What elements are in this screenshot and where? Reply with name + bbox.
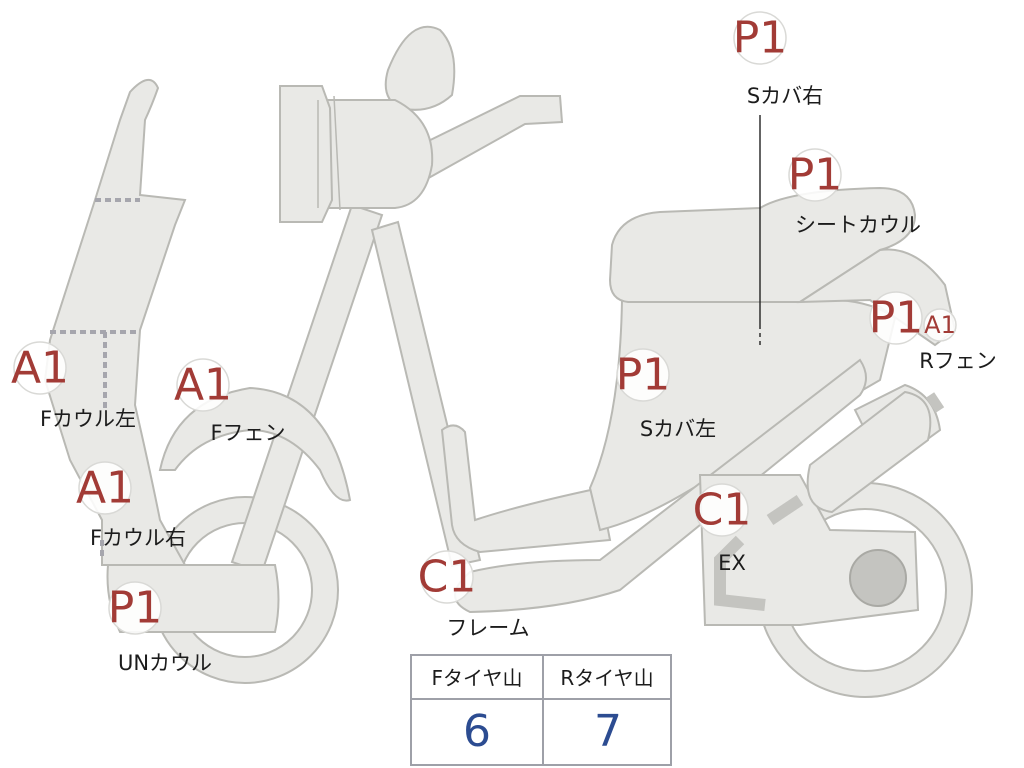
headlight-lens: [279, 85, 334, 223]
exhaust-pipe: [714, 495, 804, 611]
floor-frame: [440, 424, 612, 554]
label-part: Fカウル左: [40, 407, 136, 431]
label-code-secondary: A1: [924, 311, 956, 339]
label-code: A1: [174, 360, 232, 411]
label-part: EX: [718, 551, 746, 575]
label-frame: C1 フレーム: [418, 550, 530, 640]
exhaust: [806, 390, 932, 514]
label-part: Sカバ左: [640, 417, 716, 441]
label-code: P1: [733, 13, 788, 64]
mirror: [384, 25, 456, 111]
rear-hub: [849, 549, 907, 607]
label-code: C1: [693, 485, 752, 536]
label-code: A1: [11, 343, 69, 394]
label-code: P1: [869, 293, 924, 344]
label-part: UNカウル: [118, 651, 212, 675]
front-tire-header: Fタイヤ山: [412, 656, 542, 700]
label-front-fender: A1 Fフェン: [174, 358, 286, 445]
rear-tire-value: 7: [542, 700, 672, 764]
side-cover: [588, 299, 897, 532]
label-part: Fカウル右: [90, 526, 186, 550]
label-front-cowl-right: A1 Fカウル右: [76, 461, 186, 550]
label-part: シートカウル: [795, 213, 921, 237]
tire-tread-table: Fタイヤ山 Rタイヤ山 6 7: [410, 654, 672, 766]
label-seat-cowl: P1 シートカウル: [788, 148, 921, 237]
label-code: P1: [788, 150, 843, 201]
rear-tire-header: Rタイヤ山: [542, 656, 670, 700]
front-tire-value: 6: [463, 706, 491, 757]
label-part: Rフェン: [919, 349, 997, 373]
label-exhaust: C1 EX: [693, 483, 752, 575]
label-code: A1: [76, 463, 134, 514]
label-under-cowl: P1 UNカウル: [108, 581, 212, 675]
handlebar: [408, 95, 564, 182]
headlight-body: [311, 99, 434, 209]
label-code: P1: [108, 583, 163, 634]
label-code: C1: [418, 552, 477, 603]
seat: [608, 186, 917, 303]
label-s-cover-right: P1 Sカバ右: [733, 11, 823, 108]
label-code: P1: [616, 350, 671, 401]
label-rear-fender: P1 A1 Rフェン: [869, 291, 997, 373]
label-part: Fフェン: [210, 421, 285, 445]
grab-rail: [925, 392, 945, 413]
label-s-cover-left: P1 Sカバ左: [616, 348, 716, 441]
label-part: Sカバ右: [747, 84, 823, 108]
label-part: フレーム: [446, 616, 529, 640]
label-front-cowl-left: A1 Fカウル左: [11, 341, 136, 431]
